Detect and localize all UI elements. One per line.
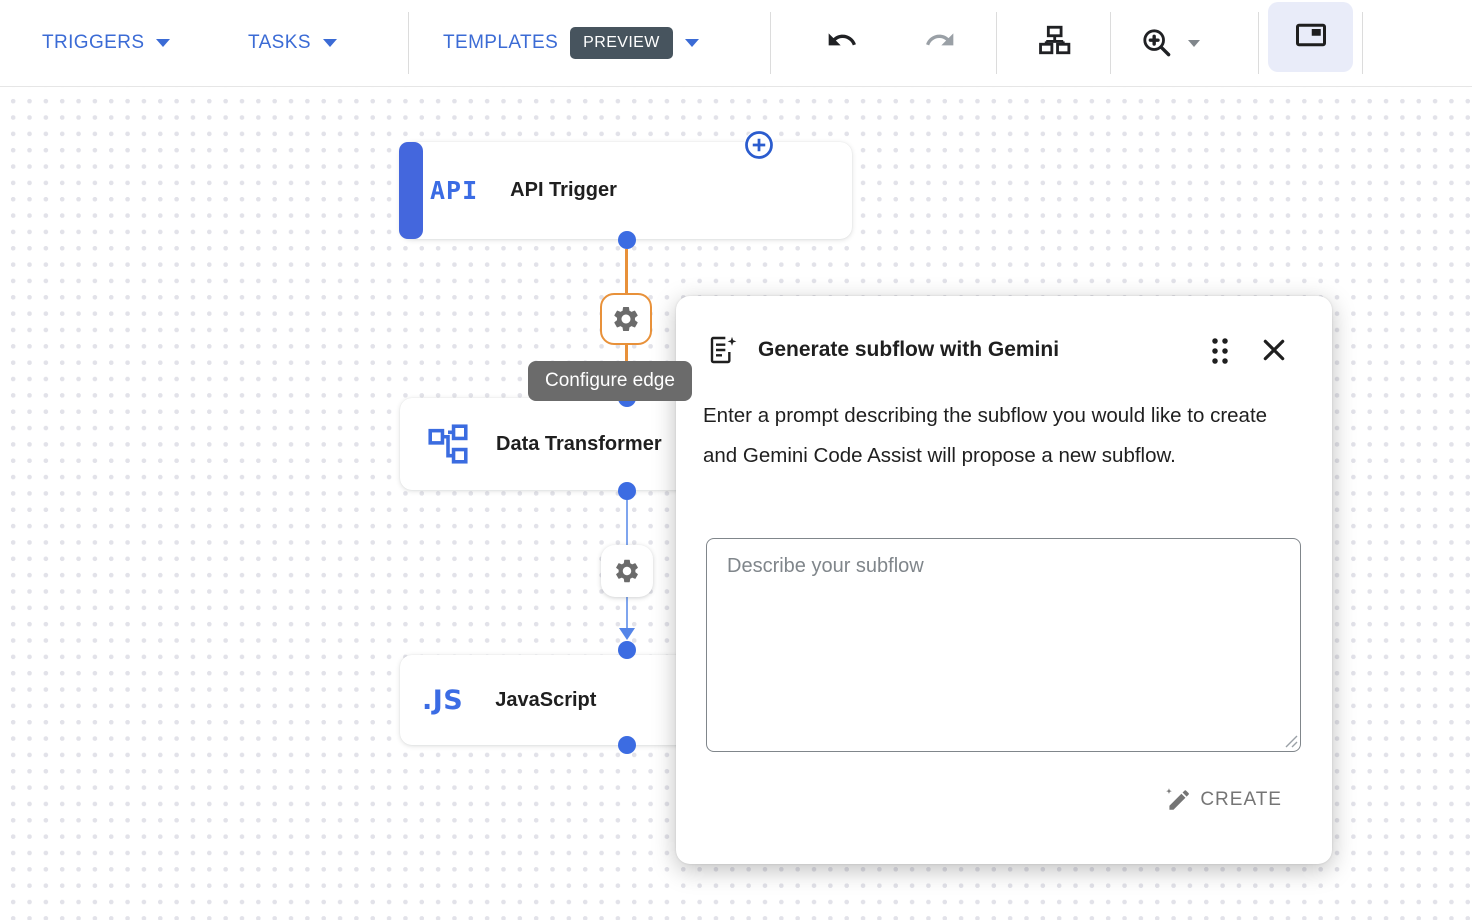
- toolbar-divider: [770, 12, 771, 74]
- edge-transformer-to-js[interactable]: [625, 595, 628, 630]
- node-label: API Trigger: [510, 179, 617, 201]
- configure-edge-tooltip: Configure edge: [528, 361, 692, 401]
- connector-dot-js-out[interactable]: [618, 736, 636, 754]
- chevron-down-icon: [1188, 39, 1200, 47]
- undo-button[interactable]: [814, 14, 870, 70]
- api-trigger-icon: API: [430, 176, 479, 205]
- templates-label: TEMPLATES: [443, 32, 559, 53]
- dialog-title: Generate subflow with Gemini: [758, 338, 1060, 361]
- triggers-label: TRIGGERS: [42, 32, 145, 53]
- subflow-prompt-input[interactable]: [706, 538, 1301, 752]
- drag-handle-icon[interactable]: [1208, 336, 1232, 366]
- configure-edge-button[interactable]: [601, 545, 653, 597]
- chevron-down-icon: [684, 39, 699, 47]
- javascript-icon: .JS: [422, 684, 464, 716]
- tasks-menu-button[interactable]: TASKS: [248, 0, 337, 86]
- configure-edge-button[interactable]: [600, 293, 652, 345]
- connector-dot-js-in[interactable]: [618, 641, 636, 659]
- gear-icon: [614, 307, 638, 331]
- gear-icon: [616, 559, 638, 583]
- node-label: Data Transformer: [496, 432, 662, 455]
- plus-circle-icon: [745, 131, 773, 159]
- templates-menu-button[interactable]: TEMPLATES PREVIEW: [443, 0, 699, 86]
- magic-pen-icon: [1164, 787, 1190, 813]
- toolbar-divider: [1110, 12, 1111, 74]
- toolbar-divider: [1258, 12, 1259, 74]
- chevron-down-icon: [156, 39, 171, 47]
- connector-dot-transformer-out[interactable]: [618, 482, 636, 500]
- node-api-trigger[interactable]: API API Trigger: [400, 142, 852, 239]
- close-button[interactable]: [1258, 334, 1290, 366]
- editor-toolbar: TRIGGERS TASKS TEMPLATES PREVIEW: [0, 0, 1472, 87]
- edge-arrowhead-icon: [619, 628, 635, 640]
- connector-dot-api-out[interactable]: [618, 231, 636, 249]
- toolbar-divider: [1362, 12, 1363, 74]
- node-label: JavaScript: [495, 688, 597, 711]
- undo-icon: [826, 24, 858, 61]
- tasks-label: TASKS: [248, 32, 311, 53]
- add-node-button[interactable]: [744, 130, 774, 160]
- chevron-down-icon: [322, 39, 337, 47]
- zoom-menu-button[interactable]: [1140, 0, 1200, 86]
- redo-icon: [924, 24, 956, 61]
- generate-subflow-dialog: Generate subflow with Gemini Enter a pro…: [676, 296, 1332, 864]
- generate-document-sparkle-icon: [706, 334, 738, 366]
- dialog-description: Enter a prompt describing the subflow yo…: [703, 404, 1268, 467]
- create-button-label: CREATE: [1200, 789, 1282, 810]
- sitemap-icon: [1037, 23, 1071, 62]
- data-transformer-icon: [428, 424, 468, 464]
- close-icon: [1263, 339, 1285, 361]
- preview-badge: PREVIEW: [570, 27, 673, 59]
- redo-button[interactable]: [912, 14, 968, 70]
- triggers-menu-button[interactable]: TRIGGERS: [42, 0, 171, 86]
- create-button[interactable]: CREATE: [1164, 782, 1282, 818]
- picture-in-picture-icon: [1293, 17, 1329, 58]
- edge-api-to-transformer[interactable]: [625, 249, 628, 294]
- toolbar-divider: [996, 12, 997, 74]
- auto-layout-button[interactable]: [1026, 14, 1082, 70]
- zoom-in-icon: [1140, 26, 1174, 60]
- toolbar-divider: [408, 12, 409, 74]
- edge-transformer-to-js[interactable]: [625, 500, 628, 546]
- minimap-toggle-button[interactable]: [1268, 2, 1353, 72]
- trigger-accent-bar: [399, 142, 423, 239]
